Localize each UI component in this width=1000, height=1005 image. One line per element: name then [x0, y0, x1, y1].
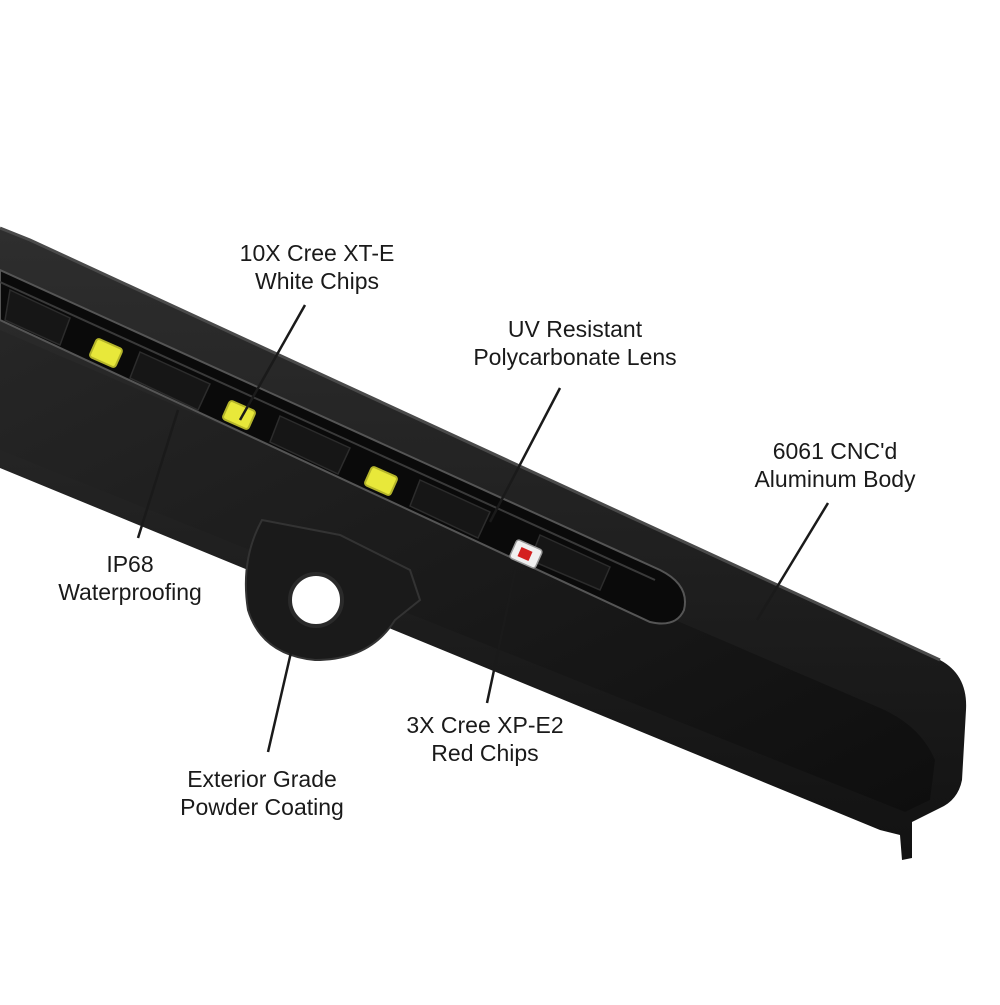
leader-lines	[136, 304, 830, 753]
bar-front-face	[0, 330, 935, 812]
callout-lens-line1: UV Resistant	[507, 316, 643, 342]
lens-reflection	[0, 281, 656, 581]
mounting-hole	[288, 572, 344, 628]
callout-lens-line2: Polycarbonate Lens	[473, 344, 677, 370]
callout-white-chips-line1: 10X Cree XT-E	[239, 240, 395, 266]
callout-body-line2: Aluminum Body	[754, 466, 916, 492]
leader-white-chips	[238, 304, 307, 421]
callout-white-chips: 10X Cree XT-E White Chips	[222, 239, 412, 295]
callout-red-chips-line2: Red Chips	[431, 740, 539, 766]
callout-coating-line1: Exterior Grade	[187, 766, 337, 792]
red-chip	[517, 546, 533, 562]
callout-coating: Exterior Grade Powder Coating	[162, 765, 362, 821]
leader-body	[755, 502, 830, 621]
reflector-facets	[4, 288, 611, 591]
callout-red-chips: 3X Cree XP-E2 Red Chips	[390, 711, 580, 767]
callout-waterproofing: IP68 Waterproofing	[40, 550, 220, 606]
leader-red-chips	[485, 566, 518, 704]
white-chips	[89, 338, 398, 496]
leader-waterproofing	[136, 409, 180, 539]
callout-coating-line2: Powder Coating	[180, 794, 344, 820]
callout-white-chips-line2: White Chips	[255, 268, 379, 294]
callout-lens: UV Resistant Polycarbonate Lens	[455, 315, 695, 371]
white-chip	[89, 338, 123, 368]
callout-waterproofing-line2: Waterproofing	[58, 579, 202, 605]
leader-lens	[488, 387, 562, 523]
bar-top-edge	[0, 226, 941, 662]
leader-coating	[266, 647, 294, 753]
callout-body: 6061 CNC'd Aluminum Body	[735, 437, 935, 493]
red-chips	[509, 539, 543, 569]
white-chip	[364, 466, 398, 496]
callout-waterproofing-line1: IP68	[106, 551, 154, 577]
callout-red-chips-line1: 3X Cree XP-E2	[406, 712, 564, 738]
callout-body-line1: 6061 CNC'd	[772, 438, 898, 464]
